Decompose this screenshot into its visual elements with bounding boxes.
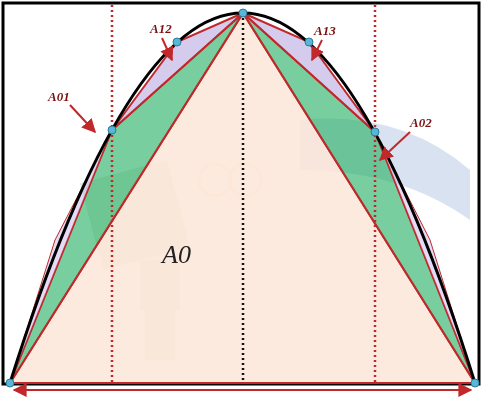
sliver-right <box>375 132 475 383</box>
callout-arrow <box>162 38 172 60</box>
width-arrow <box>14 389 471 391</box>
dotted-line <box>111 5 114 383</box>
area-label: A12 <box>150 22 172 35</box>
triangle-a13 <box>243 13 375 132</box>
axis-line <box>242 13 245 383</box>
area-label: A13 <box>314 24 336 37</box>
points <box>6 9 479 387</box>
area-label: A0 <box>162 242 191 268</box>
area-label: A01 <box>48 90 70 103</box>
parabola-curve <box>10 13 475 383</box>
dotted-line <box>374 5 377 383</box>
callout-arrow <box>70 105 95 132</box>
area-label: A02 <box>410 116 432 129</box>
frame <box>3 3 479 384</box>
callout-arrow <box>312 40 322 60</box>
triangle-a0 <box>10 13 475 383</box>
callout-arrow <box>380 132 410 160</box>
triangle-a01 <box>10 13 243 383</box>
triangle-a02 <box>243 13 475 383</box>
triangle-a12 <box>112 13 243 130</box>
sliver-left <box>10 130 112 383</box>
